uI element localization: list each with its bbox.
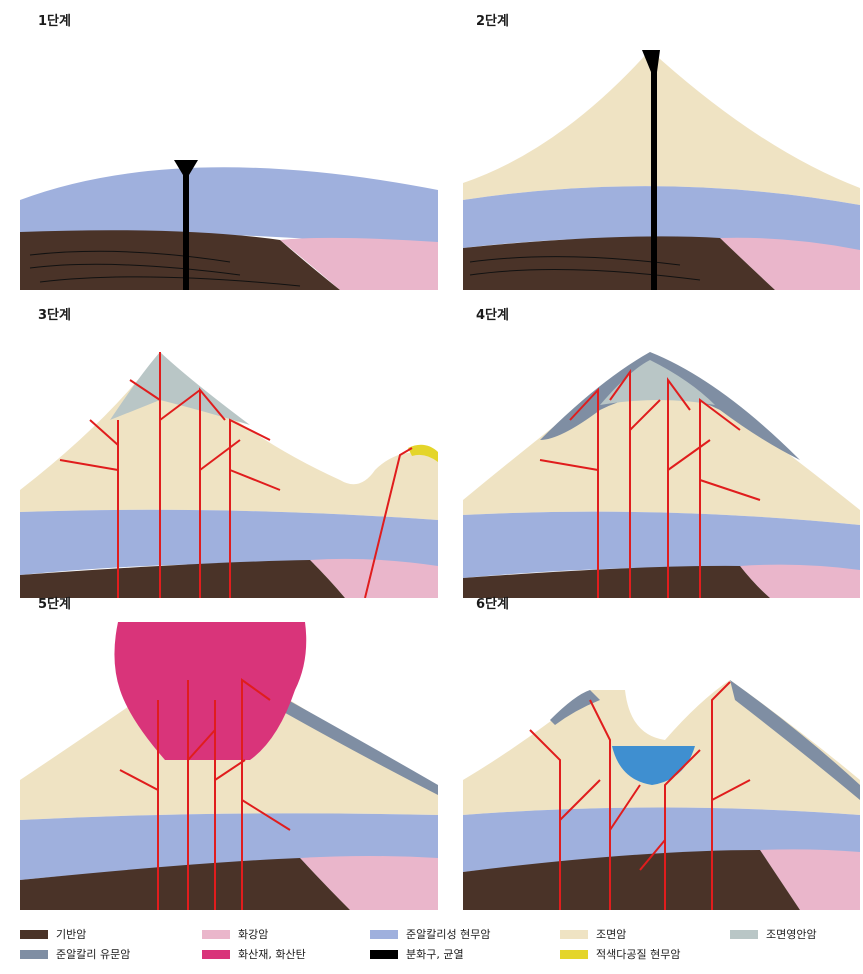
trachyte-cone: [463, 50, 860, 205]
basement-swatch: [20, 930, 48, 939]
panel-3-cross-section: [20, 352, 438, 598]
trachybasalt-swatch: [370, 930, 398, 939]
panel-1-cross-section: [20, 160, 438, 290]
panel-label-2: 2단계: [476, 10, 509, 29]
legend-item-trachyte: 조면암: [560, 926, 626, 942]
legend-item-red-porous-basalt: 적색다공질 현무암: [560, 946, 680, 962]
panel-label-1: 1단계: [38, 10, 71, 29]
panel-label-5: 5단계: [38, 593, 71, 612]
legend-item-trachyandesite: 조면영안암: [730, 926, 817, 942]
legend-item-granite: 화강암: [202, 926, 268, 942]
vent-swatch: [370, 950, 398, 959]
legend-item-vent: 분화구, 균열: [370, 946, 464, 962]
legend-item-rhyolite: 준알칼리 유문암: [20, 946, 130, 962]
panel-label-4: 4단계: [476, 304, 509, 323]
rhyolite-swatch: [20, 950, 48, 959]
panel-4-cross-section: [463, 352, 860, 598]
trachyte-swatch: [560, 930, 588, 939]
red-porous-basalt-swatch: [560, 950, 588, 959]
panel-label-6: 6단계: [476, 593, 509, 612]
panel-2-cross-section: [463, 50, 860, 290]
legend-item-volcanic-ash: 화산재, 화산탄: [202, 946, 306, 962]
legend: 기반암 준알칼리 유문암 화강암 화산재, 화산탄 준알칼리성 현무암 분화구,…: [20, 918, 860, 968]
volcanic-ash-swatch: [202, 950, 230, 959]
panel-5-cross-section: [20, 622, 438, 910]
granite-swatch: [202, 930, 230, 939]
trachyandesite-swatch: [730, 930, 758, 939]
legend-item-basement: 기반암: [20, 926, 86, 942]
legend-item-trachybasalt: 준알칼리성 현무암: [370, 926, 490, 942]
panel-label-3: 3단계: [38, 304, 71, 323]
panel-6-cross-section: [463, 680, 860, 910]
